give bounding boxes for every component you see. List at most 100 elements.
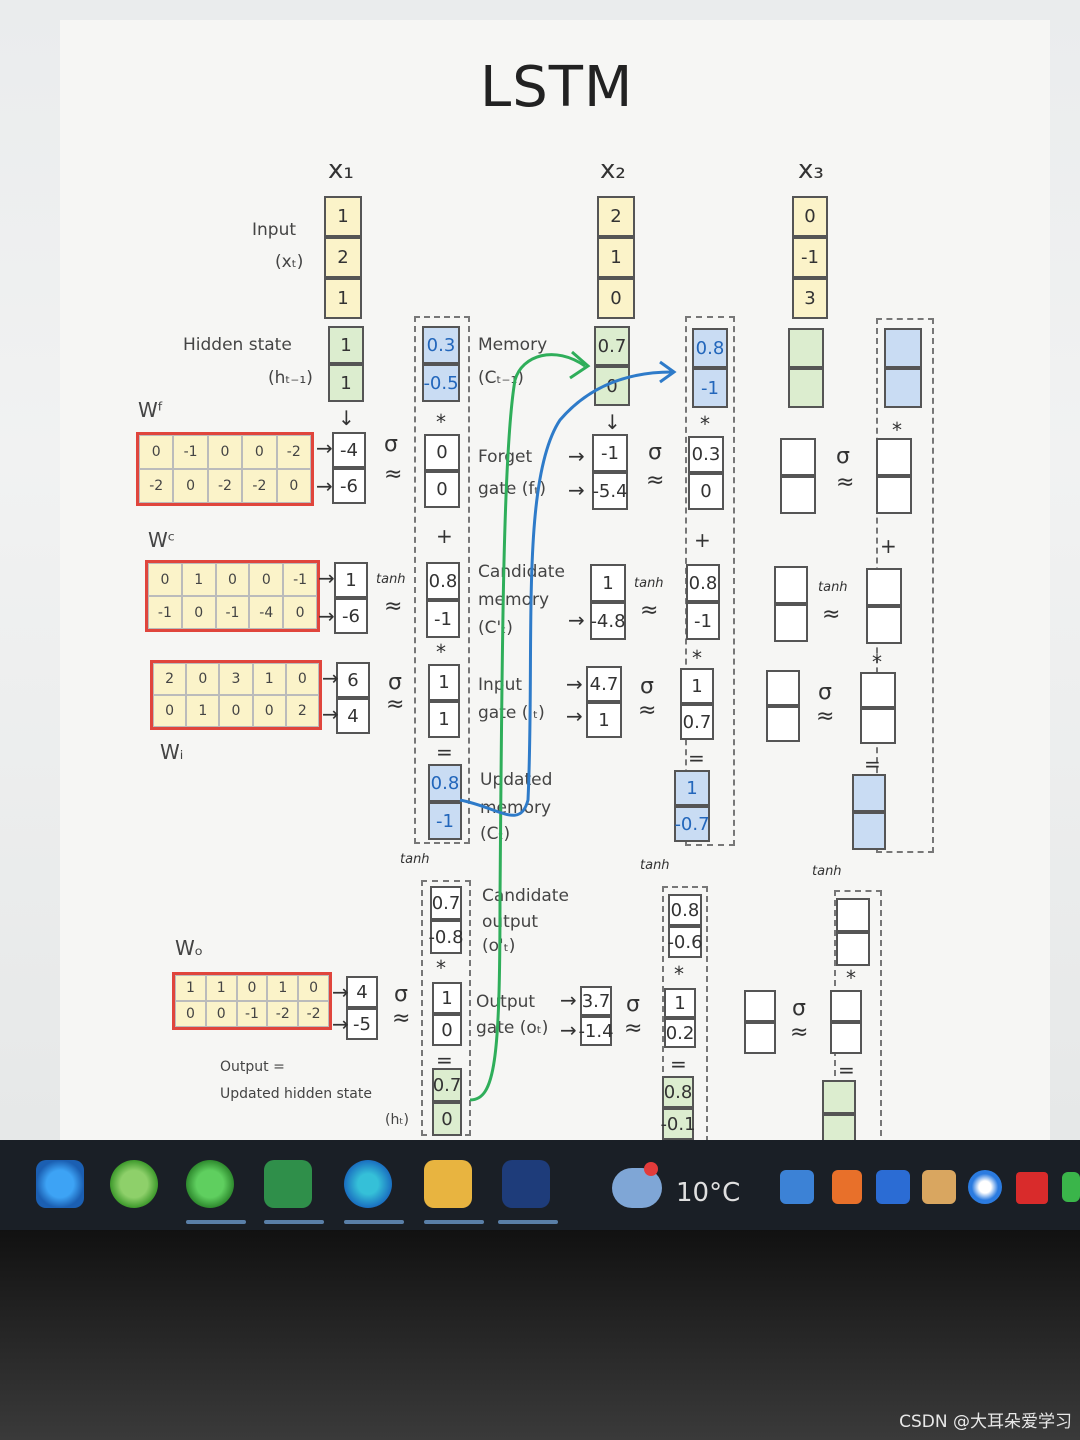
wechat-icon[interactable] [186,1160,234,1208]
x3-hidden-output-cell [822,1080,856,1114]
file-explorer-icon[interactable] [424,1160,472,1208]
weight-cell: -1 [173,435,208,469]
plus-symbol: + [880,534,897,558]
tray-mail-icon[interactable] [876,1170,910,1204]
x3-hidden-output-cell [822,1114,856,1140]
x2-output-gate-pre-cell: 3.7 [580,986,612,1016]
multiply-symbol: * [436,956,446,980]
approx-symbol: ≈ [790,1020,809,1045]
sigma-symbol: σ [818,680,832,705]
screen-tool-icon[interactable] [264,1160,312,1208]
x3-input-gate-pre-cell [766,670,800,706]
x3-forget-cell [876,476,912,514]
tray-green-icon[interactable] [1062,1172,1080,1202]
label-final-hidden: Updated hidden state [220,1086,372,1102]
arrow-icon: → [566,704,583,728]
weight-cell: -1 [236,1001,268,1027]
tanh-label: tanh [634,576,664,591]
approx-symbol: ≈ [384,594,403,619]
approx-symbol: ≈ [392,1006,411,1031]
approx-symbol: ≈ [638,698,657,723]
weight-cell: -1 [215,596,250,629]
weight-cell: -2 [207,469,243,503]
label-candidate: Candidate [478,562,565,582]
x1-input-gate-pre-cell: 4 [336,698,370,734]
weight-cell: 0 [186,663,220,695]
equals-symbol: = [670,1052,687,1076]
handwritten-arrows [459,350,677,1102]
weight-cell: 0 [173,469,208,503]
approx-symbol: ≈ [646,468,665,493]
weight-cell: -1 [283,563,317,596]
arrow-icon: → [332,980,349,1004]
label-output-gate-sym: gate (oₜ) [476,1018,549,1038]
weight-cell: -1 [148,596,182,629]
x3-output-gate-cell [830,1022,862,1054]
x3-candidate-output-cell [836,932,870,966]
x2-candidate-pre-cell: 1 [590,564,626,602]
x2-candidate-cell: -1 [686,602,720,640]
tray-cat-icon[interactable] [922,1170,956,1204]
label-memory-sym: (Cₜ₋₁) [478,368,524,388]
x1-updated-memory-cell: -1 [428,802,462,840]
tray-app-icon[interactable] [780,1170,814,1204]
app-icon[interactable] [502,1160,550,1208]
label-candidate-output: Candidate [482,886,569,906]
weight-cell: 1 [252,663,286,695]
x2-candidate-output-cell: -0.6 [667,926,703,958]
x2-input-gate-pre-cell: 4.7 [586,666,622,702]
x3-forget-cell [876,438,912,476]
approx-symbol: ≈ [384,462,403,487]
x1-candidate-cell: -1 [426,600,460,638]
weight-cell: 0 [205,1001,237,1027]
x1-hidden-output-cell: 0 [432,1102,462,1136]
internet-explorer-icon[interactable] [36,1160,84,1208]
arrow-icon: → [322,666,339,690]
weight-cell: 3 [219,663,253,695]
x2-hidden-output-cell: -0.1 [660,1108,696,1140]
x1-hidden-cell: 1 [328,364,364,402]
x2-candidate-cell: 0.8 [686,564,720,602]
x2-input-cell: 0 [597,278,635,319]
browser-icon[interactable] [110,1160,158,1208]
arrow-icon: → [568,478,585,502]
sigma-symbol: σ [792,996,806,1021]
tray-pdf-icon[interactable] [1016,1172,1048,1204]
x1-output-gate-pre-cell: -5 [346,1008,378,1040]
edge-icon[interactable] [344,1160,392,1208]
notification-badge-icon [644,1162,658,1176]
tray-browser-icon[interactable] [968,1170,1002,1204]
x1-hidden-cell: 1 [328,326,364,364]
x2-candidate-pre-cell: -4.8 [590,602,626,640]
x2-updated-memory-cell: 1 [674,770,710,806]
output-pipeline-x2 [662,886,708,1140]
x1-output-gate-cell: 0 [432,1014,462,1046]
page-title: LSTM [480,55,634,120]
green-arrowhead [569,350,591,380]
x3-memory-cell [884,328,922,368]
arrow-icon: → [568,608,585,632]
x2-input-gate-cell: 1 [680,668,714,704]
x2-forget-cell: 0.3 [688,436,724,473]
x3-updated-memory-cell [852,774,886,812]
x2-hidden-output-cell: 0.8 [662,1076,694,1108]
weight-cell: 1 [205,975,237,1001]
label-candidate-output-2: output [482,912,539,932]
plus-symbol: + [436,524,453,548]
screen: LSTM x₁ x₂ x₃ Input (xₜ) Hidden state (h… [0,0,1080,1140]
sigma-symbol: σ [626,992,640,1017]
weight-cell: -4 [249,596,284,629]
x2-hidden-cell: 0.7 [594,326,630,366]
multiply-symbol: * [436,410,446,434]
weight-cell: 0 [236,975,268,1001]
tanh-label: tanh [376,572,406,587]
x2-memory-cell: -1 [692,368,728,408]
x2-output-gate-pre-cell: -1.4 [578,1016,614,1046]
tray-shield-icon[interactable] [832,1170,862,1204]
x3-output-gate-cell [830,990,862,1022]
memory-pipeline-x1 [414,316,470,844]
x1-input-cell: 1 [324,196,362,237]
